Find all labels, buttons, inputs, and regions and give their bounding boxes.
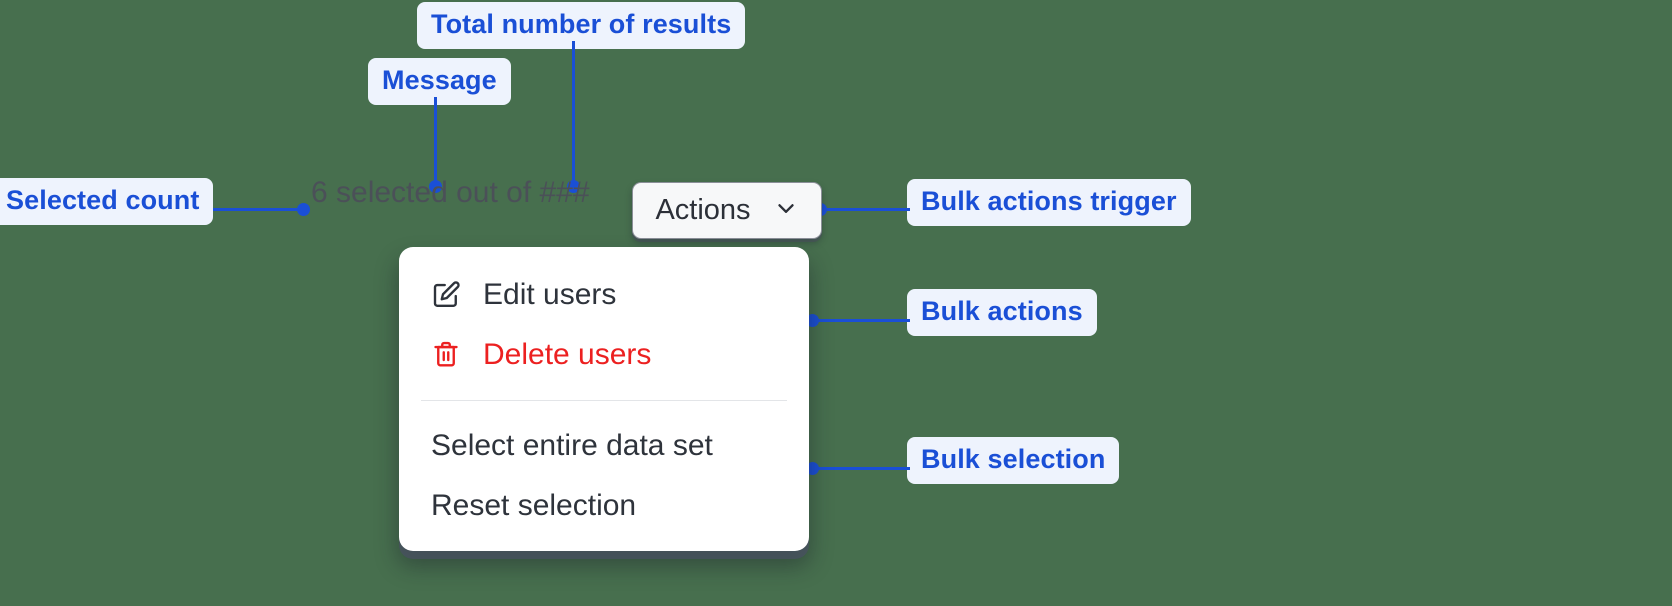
bulk-actions-menu: Edit users Delete users Select entire da… (399, 247, 809, 551)
annotation-bulk-actions-trigger: Bulk actions trigger (907, 179, 1191, 226)
annotation-selected-count: Selected count (0, 178, 214, 225)
menu-divider (421, 400, 787, 401)
annotation-anchor-dot-bulk-actions (806, 314, 819, 327)
annotation-leader-line-bulk-actions (812, 319, 910, 322)
annotation-total-number-of-results: Total number of results (417, 2, 746, 49)
menu-item-reset-selection[interactable]: Reset selection (399, 476, 809, 536)
annotation-anchor-dot-selected-count (297, 203, 310, 216)
annotation-anchor-dot-bulk-selection (806, 462, 819, 475)
annotation-bulk-selection: Bulk selection (907, 437, 1120, 484)
menu-item-label: Reset selection (431, 488, 637, 522)
annotation-leader-line-total (572, 41, 575, 181)
annotation-leader-line-selected-count (213, 208, 303, 211)
annotation-anchor-dot-message (429, 180, 442, 193)
chevron-down-icon (773, 195, 799, 226)
menu-item-label: Select entire data set (431, 429, 713, 462)
menu-item-label: Delete users (483, 337, 652, 371)
menu-item-label: Edit users (483, 278, 617, 311)
annotation-leader-line-bulk-actions-trigger (822, 208, 910, 211)
annotation-leader-line-message (434, 97, 437, 183)
bulk-actions-trigger-label: Actions (655, 194, 751, 226)
menu-item-delete-users[interactable]: Delete users (399, 325, 809, 385)
edit-square-icon (431, 280, 461, 310)
selected-count-message: 6 selected out of ### (311, 176, 590, 209)
trash-icon (431, 339, 461, 369)
menu-item-select-entire-data-set[interactable]: Select entire data set (399, 416, 809, 476)
annotation-anchor-dot-total (567, 180, 580, 193)
bulk-actions-trigger-button[interactable]: Actions (632, 182, 822, 239)
annotation-message: Message (368, 58, 511, 105)
annotation-bulk-actions: Bulk actions (907, 289, 1097, 336)
menu-item-edit-users[interactable]: Edit users (399, 265, 809, 325)
annotation-leader-line-bulk-selection (812, 467, 910, 470)
